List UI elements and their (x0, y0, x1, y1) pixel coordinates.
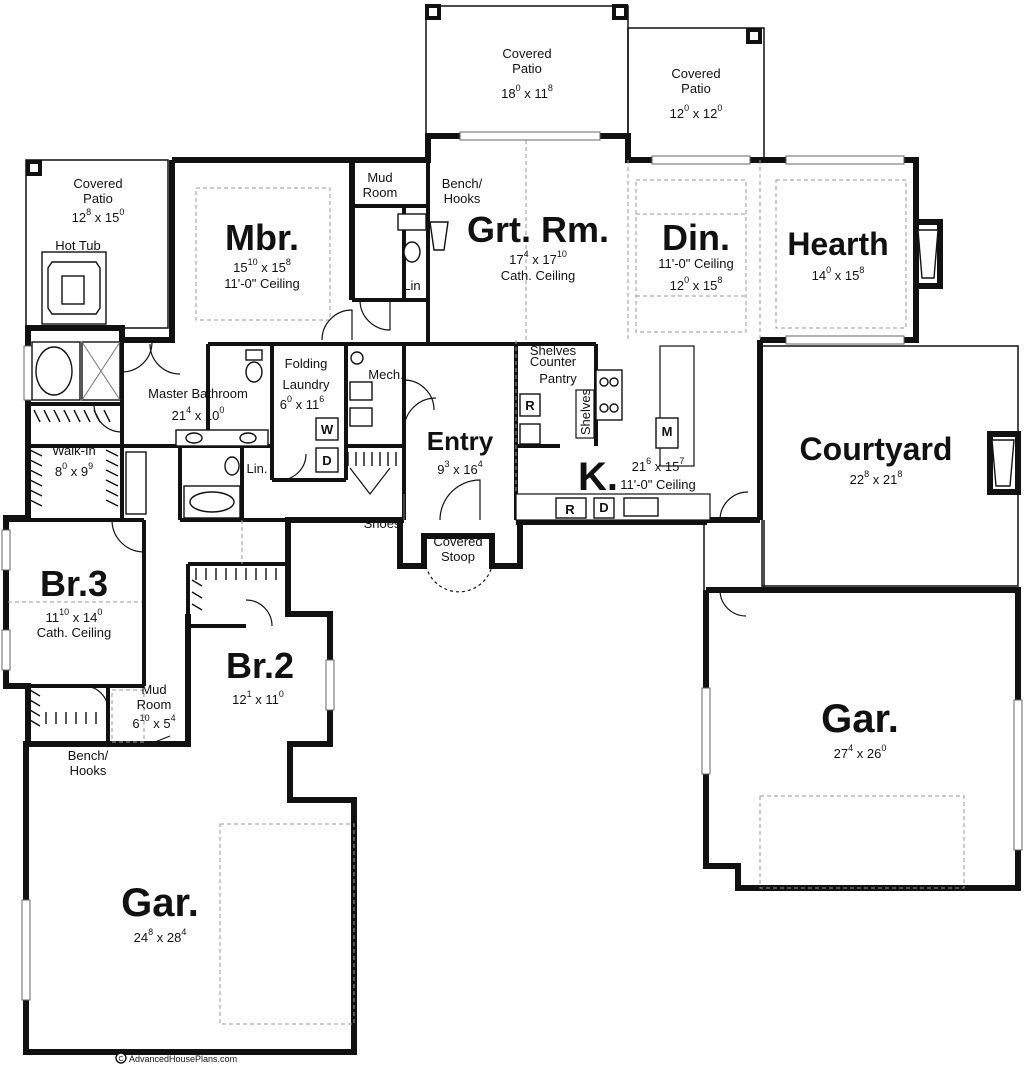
label-pantry: Pantry (539, 371, 577, 386)
note-br3: Cath. Ceiling (37, 625, 111, 640)
label-patio-mid-l1: Covered (502, 46, 551, 61)
label-shelves-counter-l2: Counter (530, 354, 577, 369)
label-shoes: Shoes (364, 516, 401, 531)
label-kitchen: K. (578, 455, 618, 499)
ceiling-dash-lines (8, 140, 965, 1025)
label-patio-left-l1: Covered (73, 176, 122, 191)
label-mud-low-l1: Mud (141, 682, 166, 697)
label-gar-left: Gar. (121, 881, 199, 925)
label-patio-right-l2: Patio (681, 81, 711, 96)
copyright-text: AdvancedHousePlans.com (129, 1054, 237, 1064)
label-mud-top-l1: Mud (367, 170, 392, 185)
door-swings (83, 299, 749, 745)
note-kitchen: 11'-0" Ceiling (620, 477, 696, 492)
label-patio-right-l1: Covered (671, 66, 720, 81)
label-mud-low-l2: Room (137, 697, 172, 712)
label-br2: Br.2 (226, 645, 294, 686)
note-grt: Cath. Ceiling (501, 268, 575, 283)
dim-laundry: 60 x 116 (280, 394, 325, 412)
dim-br2: 121 x 110 (232, 689, 284, 707)
label-stoop-l1: Covered (433, 534, 482, 549)
dim-patio-right: 120 x 120 (670, 103, 723, 121)
dim-gar-left: 248 x 284 (134, 927, 187, 945)
label-br3: Br.3 (40, 563, 108, 604)
dim-entry: 93 x 164 (437, 459, 482, 477)
note-din: 11'-0" Ceiling (658, 256, 734, 271)
label-pantry-shelves: Shelves (578, 388, 593, 435)
dim-gar-right: 274 x 260 (834, 743, 887, 761)
label-entry: Entry (427, 426, 494, 456)
label-kitchen-dish: D (599, 500, 608, 515)
closet-shelves (29, 409, 397, 727)
dim-walkin: 80 x 99 (55, 461, 93, 479)
copyright-icon (115, 1052, 127, 1064)
label-gar-right: Gar. (821, 697, 899, 741)
label-master-bath: Master Bathroom (148, 386, 248, 401)
label-pantry-fridge: R (525, 398, 535, 413)
label-patio-left-l2: Patio (83, 191, 113, 206)
label-patio-mid-l2: Patio (512, 61, 542, 76)
label-laundry-l1: Folding (285, 356, 328, 371)
label-hot-tub: Hot Tub (55, 238, 101, 253)
dim-grt: 174 x 1710 (509, 249, 567, 267)
label-lin-mid: Lin. (247, 461, 268, 476)
dim-courtyard: 228 x 218 (850, 469, 903, 487)
label-mud-top-l2: Room (363, 185, 398, 200)
label-mbr: Mbr. (225, 217, 299, 258)
dim-master-bath: 214 x 100 (172, 405, 225, 423)
label-laundry-l2: Laundry (283, 377, 330, 392)
label-bench-top-l2: Hooks (444, 191, 481, 206)
room-labels: Covered Patio 128 x 150 Hot Tub Mbr. 151… (37, 46, 953, 1064)
label-dryer: D (322, 453, 331, 468)
dim-br3: 1110 x 140 (46, 607, 103, 625)
dim-kitchen: 216 x 157 (632, 456, 685, 474)
dim-din: 120 x 158 (670, 275, 723, 293)
label-shelves-counter-l1: Shelves (530, 343, 577, 358)
label-hearth: Hearth (787, 226, 888, 262)
label-kitchen-fridge: R (565, 502, 575, 517)
label-walkin: Walk-In (52, 443, 96, 458)
copyright-symbol: C (118, 1056, 123, 1063)
label-bench-low-l2: Hooks (70, 763, 107, 778)
dim-patio-left: 128 x 150 (72, 207, 125, 225)
label-mech: Mech. (368, 367, 403, 382)
label-din: Din. (662, 217, 730, 258)
label-bench-top-l1: Bench/ (442, 176, 483, 191)
label-lin-top: Lin (403, 278, 420, 293)
label-grt: Grt. Rm. (467, 209, 609, 250)
windows (1, 131, 1023, 1001)
label-courtyard: Courtyard (800, 431, 953, 467)
dim-mud-low: 610 x 54 (132, 713, 175, 731)
fixtures (31, 213, 1015, 743)
porch-posts (26, 4, 762, 176)
label-bench-low-l1: Bench/ (68, 748, 109, 763)
dim-hearth: 140 x 158 (812, 265, 865, 283)
label-stoop-l2: Stoop (441, 549, 475, 564)
label-kitchen-micro: M (662, 424, 673, 439)
label-washer: W (321, 422, 334, 437)
dim-mbr: 1510 x 158 (233, 257, 291, 275)
dim-patio-mid: 180 x 118 (501, 83, 553, 101)
note-mbr: 11'-0" Ceiling (224, 276, 300, 291)
